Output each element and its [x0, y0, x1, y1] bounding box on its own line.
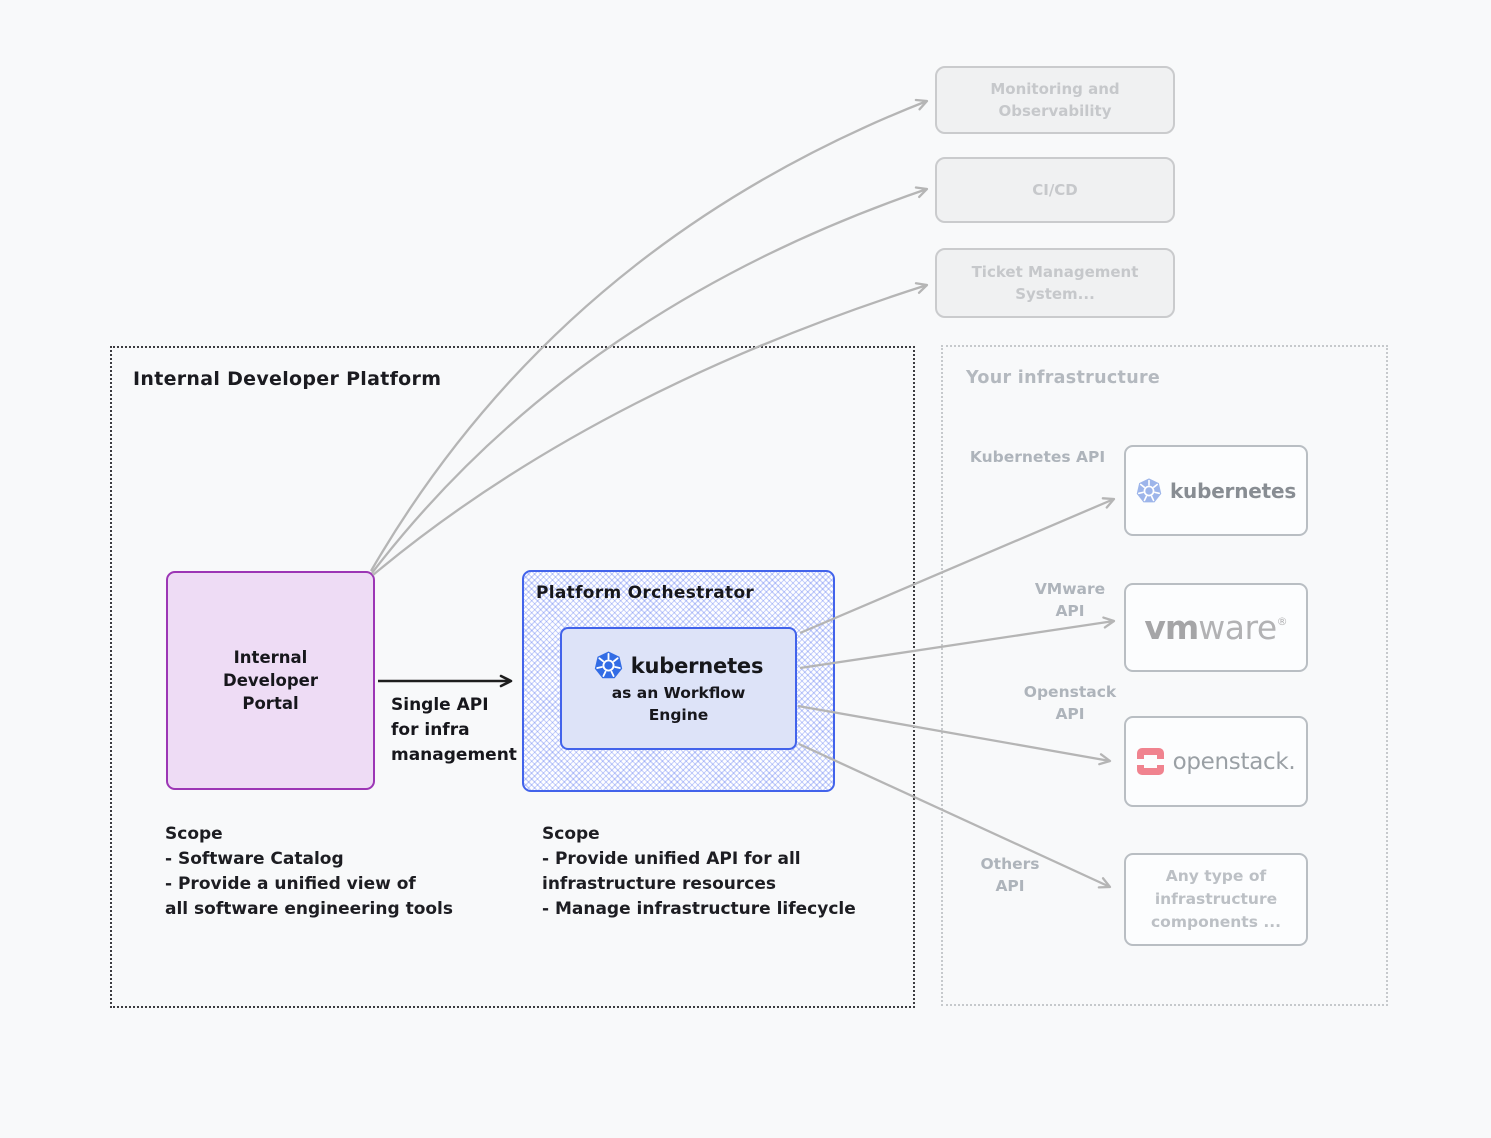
internal-developer-portal-node: Internal Developer Portal	[166, 571, 375, 790]
idp-frame-title: Internal Developer Platform	[133, 368, 442, 390]
kubernetes-workflow-engine-node: kubernetes as an Workflow Engine	[560, 627, 797, 750]
external-system-cicd-label: CI/CD	[1032, 181, 1078, 199]
portal-scope-line: - Provide a unified view of	[165, 874, 416, 894]
orchestrator-scope-title: Scope	[542, 824, 600, 844]
internal-developer-portal-label: Internal Developer Portal	[223, 648, 318, 713]
portal-scope-line: all software engineering tools	[165, 899, 453, 919]
external-system-monitoring: Monitoring and Observability	[935, 66, 1175, 134]
external-system-ticket-management: Ticket Management System...	[935, 248, 1175, 318]
vmware-trademark: ®	[1276, 615, 1288, 628]
orchestrator-scope-line: - Manage infrastructure lifecycle	[542, 899, 856, 919]
infra-node-kubernetes: kubernetes	[1124, 445, 1308, 536]
portal-scope-title: Scope	[165, 824, 223, 844]
openstack-row: openstack.	[1135, 748, 1296, 775]
others-box-label: Any type of infrastructure components ..…	[1150, 867, 1281, 931]
kubernetes-api-label: Kubernetes API	[969, 448, 1106, 466]
infra-node-others: Any type of infrastructure components ..…	[1124, 853, 1308, 946]
vmware-wordmark: vmware®	[1144, 608, 1288, 647]
single-api-arrow-label: Single API for infra management	[391, 695, 517, 765]
vmware-api-label: VMware API	[1034, 580, 1106, 620]
infra-node-openstack: openstack.	[1124, 716, 1308, 807]
openstack-wordmark: openstack.	[1172, 748, 1296, 775]
infrastructure-frame-title: Your infrastructure	[966, 368, 1161, 388]
orchestrator-scope-line: infrastructure resources	[542, 874, 776, 894]
kubernetes-logo-faded-icon	[1136, 477, 1162, 502]
portal-scope-text: Scope - Software Catalog - Provide a uni…	[165, 822, 525, 922]
kubernetes-logo-icon	[594, 651, 622, 679]
orchestrator-scope-line: - Provide unified API for all	[542, 849, 801, 869]
openstack-logo-icon	[1135, 748, 1165, 775]
kubernetes-engine-row: kubernetes	[594, 651, 764, 680]
external-system-monitoring-label: Monitoring and Observability	[990, 80, 1120, 120]
external-system-cicd: CI/CD	[935, 157, 1175, 223]
kubernetes-engine-subtitle: as an Workflow Engine	[611, 684, 746, 724]
openstack-api-label: Openstack API	[1023, 683, 1117, 723]
kubernetes-box-wordmark: kubernetes	[1169, 478, 1297, 503]
infra-node-vmware: vmware®	[1124, 583, 1308, 672]
external-system-ticket-management-label: Ticket Management System...	[971, 263, 1139, 303]
portal-scope-line: - Software Catalog	[165, 849, 344, 869]
others-api-label: Others API	[980, 855, 1040, 895]
orchestrator-scope-text: Scope - Provide unified API for all infr…	[542, 822, 902, 922]
platform-orchestrator-title: Platform Orchestrator	[536, 583, 755, 603]
your-infrastructure-frame	[941, 345, 1388, 1006]
kubernetes-engine-wordmark: kubernetes	[630, 653, 764, 678]
